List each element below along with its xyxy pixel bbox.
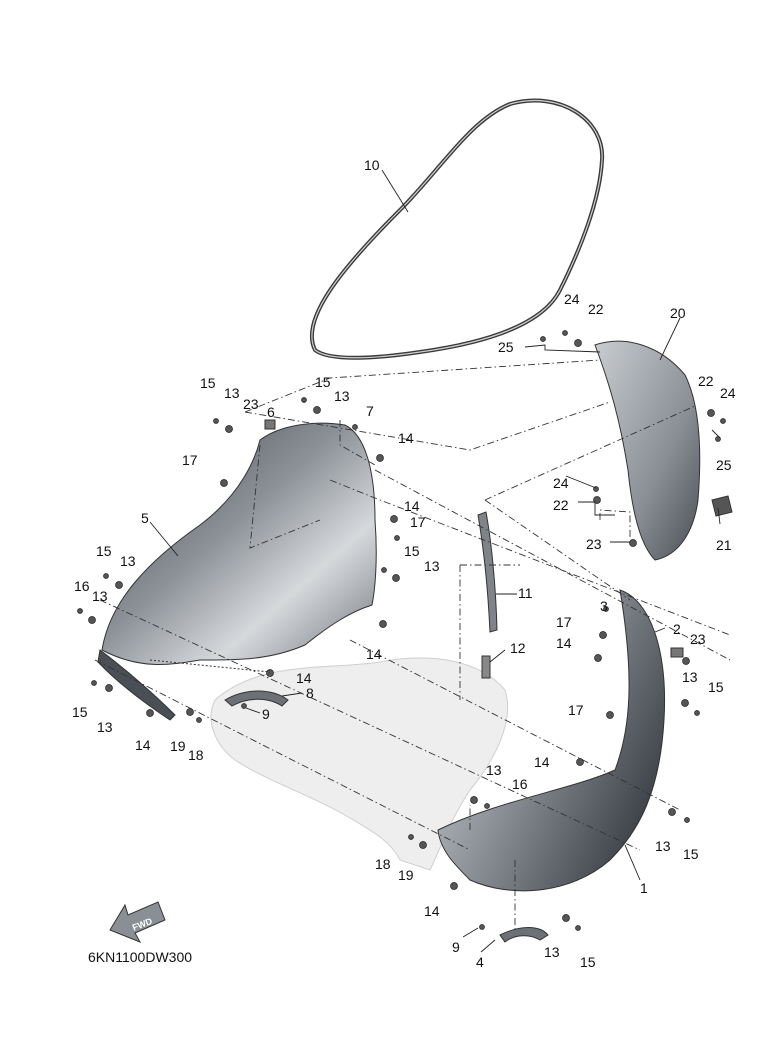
callout-4: 4 bbox=[476, 954, 484, 970]
weatherstrip-seal bbox=[309, 98, 605, 360]
callout-15: 15 bbox=[708, 679, 724, 695]
callout-13: 13 bbox=[224, 385, 240, 401]
callout-18: 18 bbox=[375, 856, 391, 872]
callout-21: 21 bbox=[716, 537, 732, 553]
callout-23: 23 bbox=[243, 396, 259, 412]
callout-14: 14 bbox=[135, 737, 151, 753]
callout-8: 8 bbox=[306, 685, 314, 701]
callout-16: 16 bbox=[512, 776, 528, 792]
leader-lines bbox=[149, 169, 721, 953]
callout-15: 15 bbox=[200, 375, 216, 391]
frame-ghost-outline bbox=[210, 657, 509, 871]
assembly-lines bbox=[94, 359, 731, 930]
callout-15: 15 bbox=[404, 543, 420, 559]
callout-12: 12 bbox=[510, 640, 526, 656]
callout-17: 17 bbox=[556, 614, 572, 630]
callout-19: 19 bbox=[398, 867, 414, 883]
callout-23: 23 bbox=[586, 536, 602, 552]
diagram-code: 6KN1100DW300 bbox=[88, 949, 192, 965]
callout-labels: 10 20 24 22 25 15 13 15 23 13 6 7 14 22 … bbox=[72, 157, 736, 970]
grommet-part bbox=[711, 495, 733, 517]
callout-18: 18 bbox=[188, 747, 204, 763]
bracket-lower bbox=[499, 927, 549, 943]
callout-15: 15 bbox=[315, 374, 331, 390]
callout-13: 13 bbox=[120, 553, 136, 569]
clip-part bbox=[481, 655, 491, 679]
callout-10: 10 bbox=[364, 157, 380, 173]
callout-17: 17 bbox=[182, 452, 198, 468]
callout-22: 22 bbox=[553, 497, 569, 513]
callout-15: 15 bbox=[96, 543, 112, 559]
callout-24: 24 bbox=[553, 475, 569, 491]
callout-15: 15 bbox=[683, 846, 699, 862]
callout-24: 24 bbox=[564, 291, 580, 307]
callout-5: 5 bbox=[141, 510, 149, 526]
callout-6: 6 bbox=[267, 404, 275, 420]
callout-1: 1 bbox=[640, 880, 648, 896]
upper-leg-shield bbox=[101, 422, 377, 665]
lower-front-cover bbox=[437, 589, 666, 892]
callout-17: 17 bbox=[568, 702, 584, 718]
callout-22: 22 bbox=[588, 301, 604, 317]
pad-upper bbox=[264, 419, 276, 430]
callout-19: 19 bbox=[170, 738, 186, 754]
callout-16: 16 bbox=[74, 578, 90, 594]
callout-14: 14 bbox=[296, 670, 312, 686]
callout-13: 13 bbox=[682, 669, 698, 685]
callout-14: 14 bbox=[534, 754, 550, 770]
callout-13: 13 bbox=[655, 838, 671, 854]
callout-14: 14 bbox=[424, 903, 440, 919]
pad-part bbox=[670, 647, 684, 658]
callout-22: 22 bbox=[698, 373, 714, 389]
callout-15: 15 bbox=[580, 954, 596, 970]
fastener-markers bbox=[77, 330, 726, 931]
callout-11: 11 bbox=[518, 585, 533, 601]
callout-14: 14 bbox=[398, 430, 414, 446]
trim-strip bbox=[477, 511, 498, 633]
callout-13: 13 bbox=[334, 388, 350, 404]
callout-20: 20 bbox=[670, 305, 686, 321]
fwd-arrow-icon: FWD bbox=[109, 901, 166, 943]
callout-15: 15 bbox=[72, 704, 88, 720]
callout-9: 9 bbox=[452, 939, 460, 955]
bracket-part bbox=[224, 690, 289, 707]
callout-13: 13 bbox=[544, 944, 560, 960]
callout-13: 13 bbox=[97, 719, 113, 735]
callout-25: 25 bbox=[498, 339, 514, 355]
inner-panel bbox=[594, 340, 701, 561]
callout-14: 14 bbox=[366, 646, 382, 662]
callout-14: 14 bbox=[556, 635, 572, 651]
callout-13: 13 bbox=[424, 558, 440, 574]
callout-17: 17 bbox=[410, 514, 426, 530]
callout-9: 9 bbox=[262, 706, 270, 722]
callout-13: 13 bbox=[486, 762, 502, 778]
callout-7: 7 bbox=[366, 403, 374, 419]
callout-13: 13 bbox=[92, 588, 108, 604]
callout-24: 24 bbox=[720, 385, 736, 401]
callout-23: 23 bbox=[690, 631, 706, 647]
callout-3: 3 bbox=[600, 598, 608, 614]
callout-25: 25 bbox=[716, 457, 732, 473]
callout-14: 14 bbox=[404, 498, 420, 514]
callout-2: 2 bbox=[673, 621, 681, 637]
